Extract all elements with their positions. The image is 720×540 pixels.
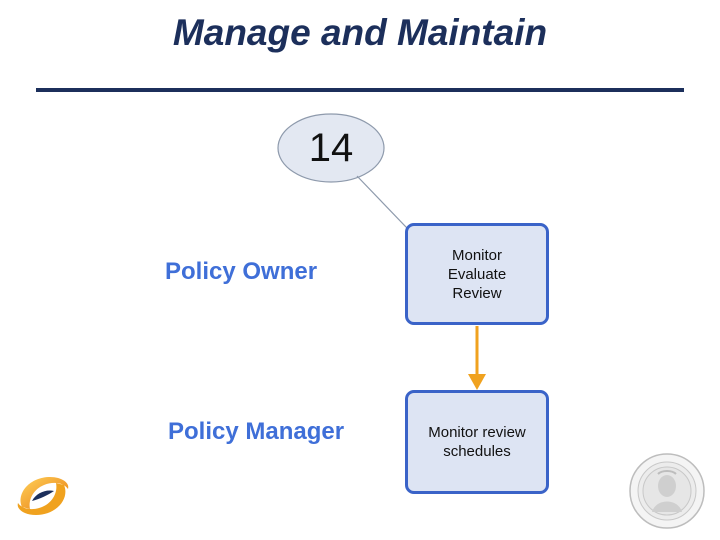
task-box-manager: Monitor review schedules [405,390,549,494]
role-label-owner: Policy Owner [165,258,318,285]
task-box-owner-text: Monitor Evaluate Review [447,246,507,302]
title-divider [36,88,684,92]
role-label-manager: Policy Manager [168,418,345,445]
flow-arrow-head [468,374,486,390]
slide-title: Manage and Maintain [172,12,548,53]
task-box-manager-text: Monitor review schedules [428,424,526,460]
orange-swirl-logo-icon [17,477,69,515]
callout-number: 14 [308,125,354,170]
state-seal-icon [629,453,705,529]
callout-bubble [277,113,385,183]
task-box-owner: Monitor Evaluate Review [405,223,549,325]
